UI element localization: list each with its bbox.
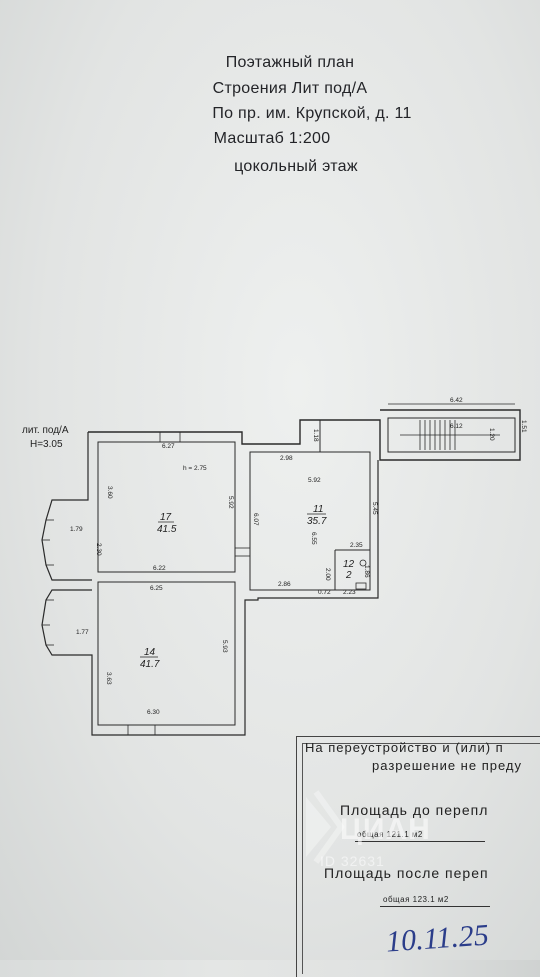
room-14-number: 14 bbox=[144, 647, 156, 658]
dim-text: 5.45 bbox=[371, 502, 378, 515]
dim-text: 6.42 bbox=[450, 397, 463, 404]
dim-text: 3.60 bbox=[106, 486, 113, 499]
dim-text: 1.18 bbox=[312, 429, 319, 442]
building-label: Строения Лит под/А bbox=[212, 80, 368, 97]
scale-label: Масштаб 1:200 bbox=[213, 130, 331, 147]
cian-logo-icon bbox=[306, 790, 345, 864]
dim-text: 5.92 bbox=[227, 496, 234, 509]
dim-text: 1.20 bbox=[488, 428, 495, 441]
dim-text: 0.72 bbox=[318, 589, 331, 596]
dim-text: 5.93 bbox=[221, 640, 228, 653]
dim-text: 6.22 bbox=[153, 565, 166, 572]
dim-text: 3.63 bbox=[105, 672, 112, 685]
dim-text: 1.51 bbox=[520, 420, 527, 433]
dim-text: 2.30 bbox=[95, 543, 102, 556]
underline bbox=[380, 906, 490, 907]
dim-text: 1.77 bbox=[76, 629, 89, 636]
floor-label: цокольный этаж bbox=[234, 158, 358, 175]
stamp-line-1: На переустройство и (или) п bbox=[305, 740, 504, 755]
watermark-id: ID 32631 bbox=[320, 853, 385, 869]
lit-label: лит. под/А bbox=[22, 425, 69, 436]
dim-text: 6.30 bbox=[147, 709, 160, 716]
dim-text: 2.86 bbox=[278, 581, 291, 588]
approval-stamp-inner-frame bbox=[302, 743, 540, 974]
area-before-label: Площадь до перепл bbox=[340, 802, 489, 818]
approval-stamp-frame bbox=[296, 736, 540, 977]
handwritten-date: 10.11.25 bbox=[384, 918, 490, 959]
dim-text: 2.98 bbox=[280, 455, 293, 462]
area-before-value: общая 121.1 м2 bbox=[357, 830, 423, 839]
dim-text: 5.92 bbox=[308, 477, 321, 484]
height-label: Н=3.05 bbox=[30, 439, 63, 450]
room-12-area: 2 bbox=[345, 570, 352, 581]
dim-text: 6.27 bbox=[162, 443, 175, 450]
watermark-brand: ЦИАН bbox=[340, 813, 431, 846]
dim-text: 2.00 bbox=[324, 568, 331, 581]
dim-text: 1.86 bbox=[363, 565, 370, 578]
underline bbox=[355, 841, 485, 842]
room-17-number: 17 bbox=[160, 512, 172, 523]
plan-title: Поэтажный план bbox=[225, 54, 355, 71]
dim-text: 6.55 bbox=[310, 532, 317, 545]
dim-text: 6.25 bbox=[150, 585, 163, 592]
room-17-area: 41.5 bbox=[157, 524, 177, 535]
room-11-number: 11 bbox=[313, 504, 323, 515]
room-14-area: 41.7 bbox=[140, 659, 160, 670]
dim-text: 2.23 bbox=[343, 589, 356, 596]
dim-text: 6.12 bbox=[450, 423, 463, 430]
address-label: По пр. им. Крупской, д. 11 bbox=[212, 105, 412, 122]
dim-text: 1.79 bbox=[70, 526, 83, 533]
room-11-area: 35.7 bbox=[307, 516, 327, 527]
dim-text: 2.35 bbox=[350, 542, 363, 549]
room-12-number: 12 bbox=[343, 559, 355, 570]
area-after-value: общая 123.1 м2 bbox=[383, 895, 449, 904]
dim-text: 6.07 bbox=[252, 513, 259, 526]
dim-text: h = 2.75 bbox=[183, 465, 207, 472]
stamp-line-2: разрешение не преду bbox=[372, 758, 522, 773]
area-after-label: Площадь после переп bbox=[324, 865, 489, 881]
